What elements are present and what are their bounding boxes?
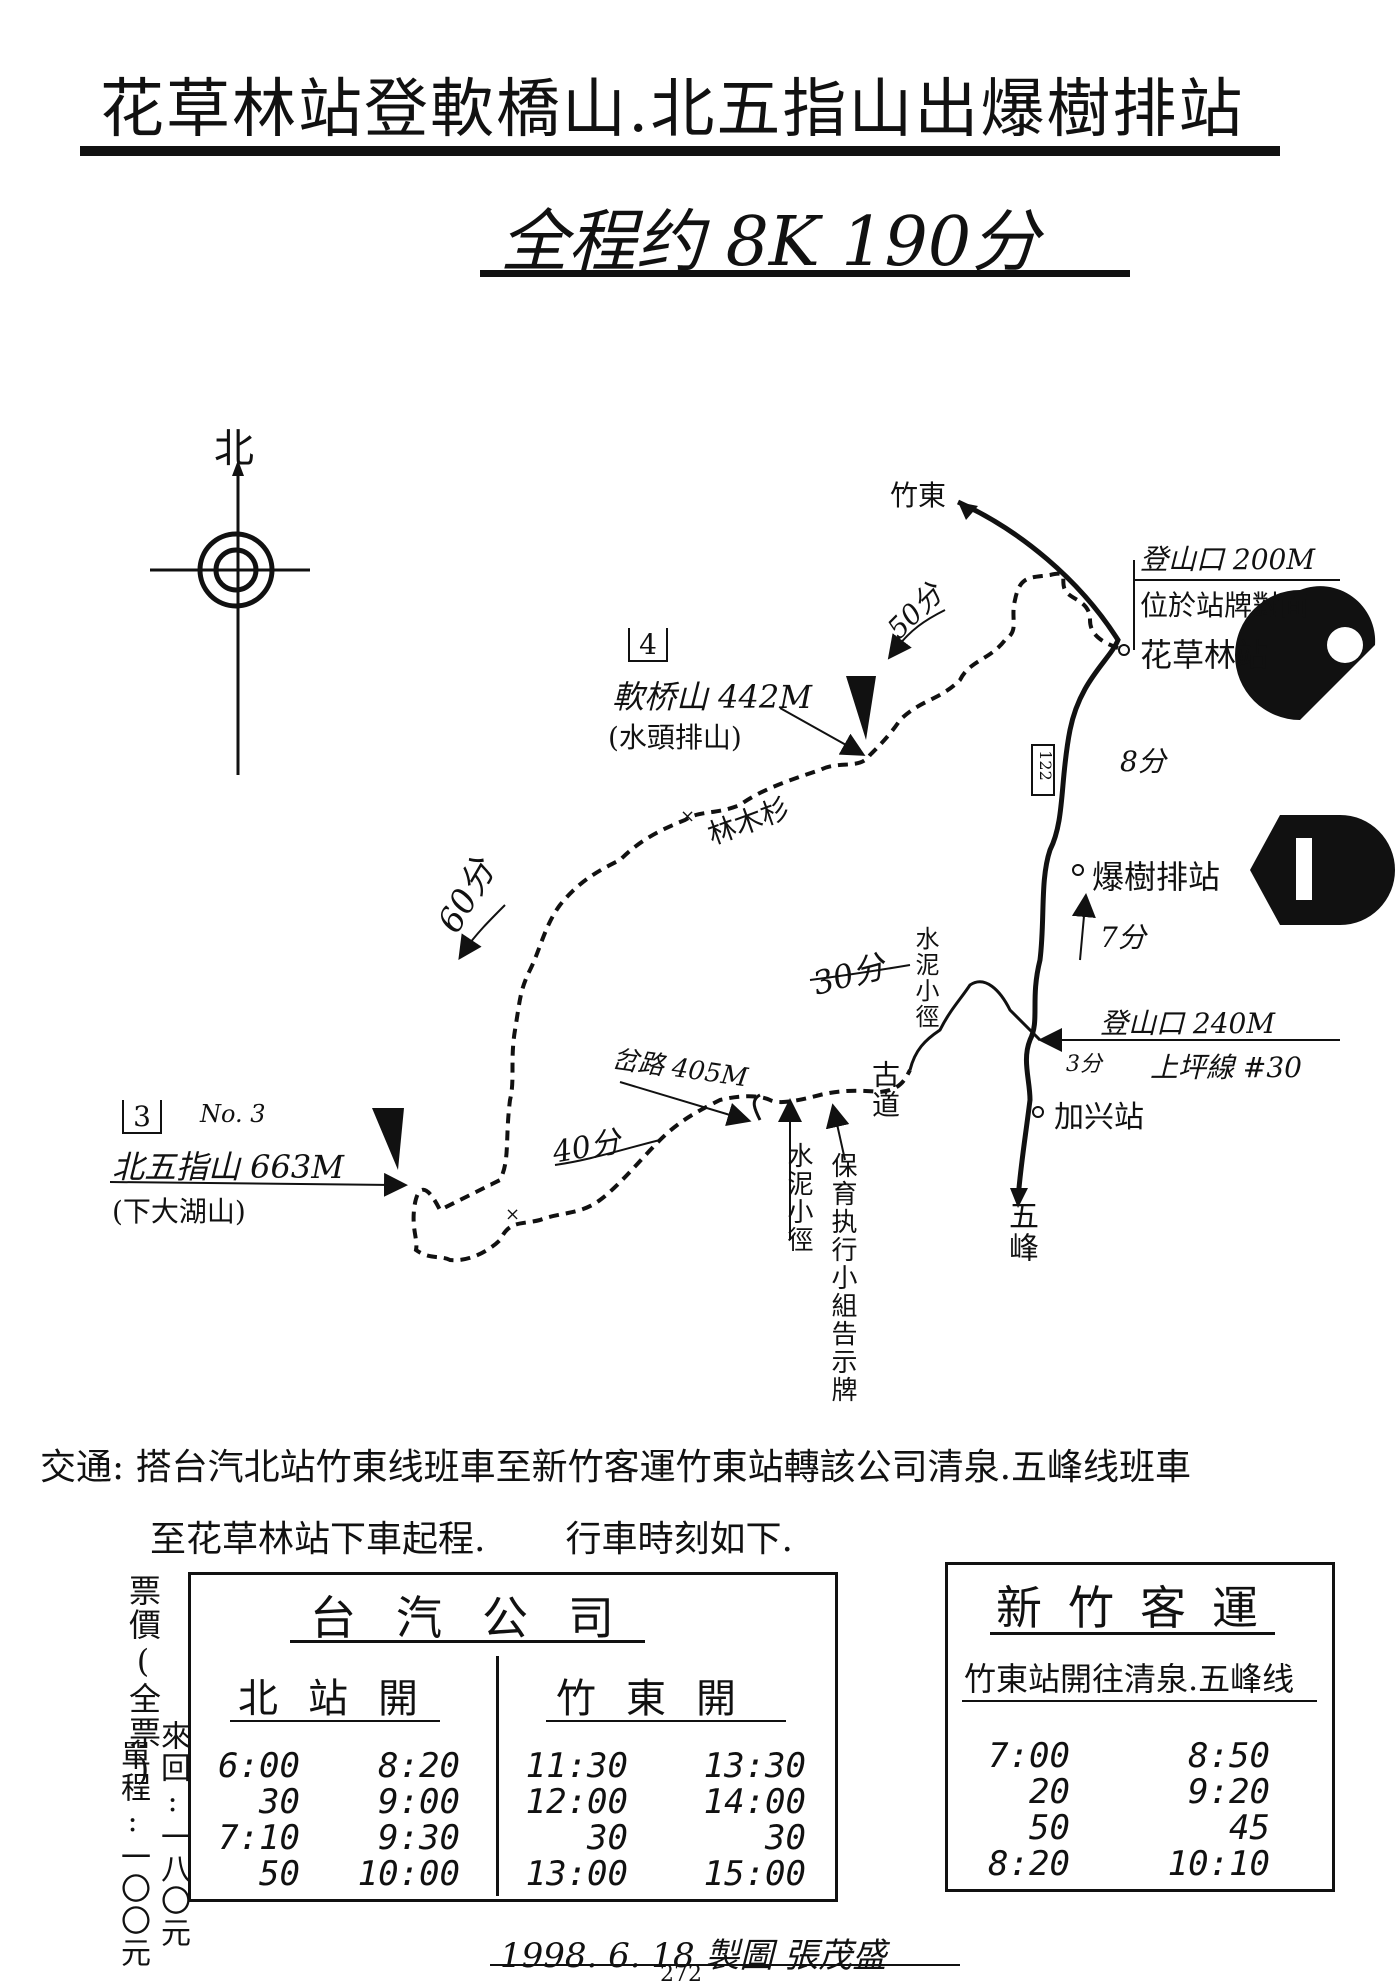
- svg-text:×: ×: [505, 1204, 520, 1225]
- peak4-flag: [846, 676, 876, 740]
- main-road: [956, 499, 1121, 1201]
- taiqi-col1-r4-a: 50: [259, 1854, 300, 1894]
- page-number: 272: [660, 1962, 702, 1987]
- peak4-number: 4: [628, 628, 668, 662]
- hsinchu-r4-b: 10:10: [1167, 1844, 1270, 1884]
- label-road-badge: 122: [1035, 750, 1055, 781]
- timetable-hsinchu-title-underline: [990, 1632, 1275, 1635]
- jiaxing-stop-dot: [1032, 1106, 1044, 1118]
- taiqi-col1-r2-a: 30: [259, 1782, 300, 1822]
- hsinchu-r3-a: 50: [1029, 1808, 1070, 1848]
- taiqi-col2-r1-b: 13:30: [703, 1746, 806, 1786]
- timetable-hsinchu-box: [945, 1562, 1335, 1892]
- road-badge-box: [1031, 744, 1055, 796]
- taiqi-col2-r3-a: 30: [587, 1818, 628, 1858]
- timetable-hsinchu-title: 新竹客運: [996, 1581, 1284, 1635]
- hsinchu-r1-b: 8:50: [1188, 1736, 1270, 1776]
- compass-north-label: 北: [214, 426, 254, 472]
- peak3-flag: [372, 1108, 404, 1170]
- timetable-taiqi-col2-underline: [546, 1720, 786, 1722]
- taiqi-col2-r1-a: 11:30: [525, 1746, 628, 1786]
- trail-to-lower-trailhead: [908, 980, 1042, 1071]
- fare-round-trip: 來回:一八〇元: [155, 1720, 190, 1949]
- timetable-taiqi-col1-underline: [230, 1720, 440, 1722]
- label-trailhead-low-2: 上坪線 #30: [1150, 1051, 1302, 1084]
- compass: [150, 460, 310, 775]
- label-baoshupai: 爆樹排站: [1092, 858, 1221, 896]
- taiqi-col2-r2-a: 12:00: [525, 1782, 628, 1822]
- title-underline: [80, 146, 1280, 156]
- footer-credit: 1998. 6. 18 製圖 張茂盛: [500, 1936, 887, 1976]
- label-cement-path: 水泥小徑: [783, 1142, 813, 1254]
- label-cement-path-2: 水泥小徑: [911, 926, 939, 1030]
- hiking-trail: [411, 571, 1119, 1263]
- subtitle-underline: [480, 270, 1130, 277]
- footer-underline: [490, 1964, 960, 1966]
- label-peak3-alt: (下大湖山): [112, 1195, 246, 1228]
- label-peak3-name: 北五指山 663M: [112, 1148, 345, 1186]
- taiqi-col1-r3-a: 7:10: [218, 1818, 300, 1858]
- page-title: 花草林站登軟橋山.北五指山出爆樹排站: [100, 73, 1245, 147]
- transport-line-2: 至花草林站下車起程. 行車時刻如下.: [150, 1519, 793, 1560]
- taiqi-col2-r3-b: 30: [765, 1818, 806, 1858]
- hsinchu-r4-a: 8:20: [988, 1844, 1070, 1884]
- taiqi-col1-r1-a: 6:00: [218, 1746, 300, 1786]
- hsinchu-r1-a: 7:00: [988, 1736, 1070, 1776]
- label-time-3: 3分: [1066, 1052, 1102, 1077]
- page-subtitle: 全程约 8K 190分: [500, 203, 1040, 282]
- fare-label: 票價(全票): [124, 1574, 162, 1790]
- label-trailhead-top-1: 登山口 200M: [1140, 543, 1316, 576]
- label-time-7: 7分: [1100, 921, 1146, 954]
- fare-one-way: 單程:一〇〇元: [115, 1740, 150, 1969]
- taiqi-col1-r1-b: 8:20: [378, 1746, 460, 1786]
- bus-stop-sign-huacaolin: [1235, 586, 1376, 720]
- timetable-hsinchu-route-underline: [962, 1700, 1317, 1702]
- timetable-taiqi-col2-head: 竹東開: [556, 1676, 766, 1722]
- timetable-taiqi-divider: [496, 1656, 499, 1896]
- taiqi-col1-r3-b: 9:30: [378, 1818, 460, 1858]
- hsinchu-r3-b: 45: [1229, 1808, 1270, 1848]
- label-wufeng: 五峰: [1003, 1200, 1038, 1264]
- taiqi-col2-r4-b: 15:00: [703, 1854, 806, 1894]
- baoshupai-stop-dot: [1072, 864, 1084, 876]
- timetable-taiqi-col1-head: 北站開: [238, 1676, 448, 1722]
- taiqi-col1-r4-b: 10:00: [357, 1854, 460, 1894]
- road-arrow-top: [958, 502, 978, 520]
- road-arrow-bottom: [1010, 1188, 1028, 1208]
- label-huacaolin: 花草林站: [1140, 636, 1269, 674]
- label-jiaxing: 加兴站: [1054, 1100, 1144, 1135]
- label-time-8: 8分: [1120, 745, 1166, 778]
- taiqi-col2-r4-a: 13:00: [525, 1854, 628, 1894]
- label-peak4-name: 軟桥山 442M: [612, 678, 813, 716]
- label-notice-board: 保育执行小組告示牌: [827, 1152, 857, 1404]
- label-peak3-no: No. 3: [200, 1100, 266, 1128]
- label-zhudong: 竹東: [890, 479, 947, 512]
- label-trailhead-top-2: 位於站牌對面: [1140, 589, 1309, 622]
- taiqi-col1-r2-b: 9:00: [378, 1782, 460, 1822]
- timetable-hsinchu-route: 竹東站開往清泉.五峰线: [964, 1660, 1295, 1698]
- huacaolin-stop-dot: [1118, 644, 1130, 656]
- label-old-road: 古道: [868, 1060, 901, 1120]
- timetable-taiqi-title-underline: [290, 1640, 645, 1643]
- taiqi-col2-r2-b: 14:00: [703, 1782, 806, 1822]
- bus-stop-sign-baoshupai: [1250, 815, 1395, 925]
- label-trailhead-low-1: 登山口 240M: [1100, 1007, 1276, 1040]
- peak3-number: 3: [122, 1100, 162, 1134]
- hsinchu-r2-b: 9:20: [1188, 1772, 1270, 1812]
- timetable-taiqi-title: 台汽公司: [310, 1591, 654, 1645]
- label-peak4-alt: (水頭排山): [608, 721, 742, 754]
- timetable-taiqi-box: [188, 1572, 838, 1902]
- transport-line-1: 交通: 搭台汽北站竹東线班車至新竹客運竹東站轉該公司清泉.五峰线班車: [40, 1447, 1192, 1488]
- trail-branch-cement: [752, 1093, 762, 1121]
- svg-text:×: ×: [680, 806, 695, 827]
- hsinchu-r2-a: 20: [1029, 1772, 1070, 1812]
